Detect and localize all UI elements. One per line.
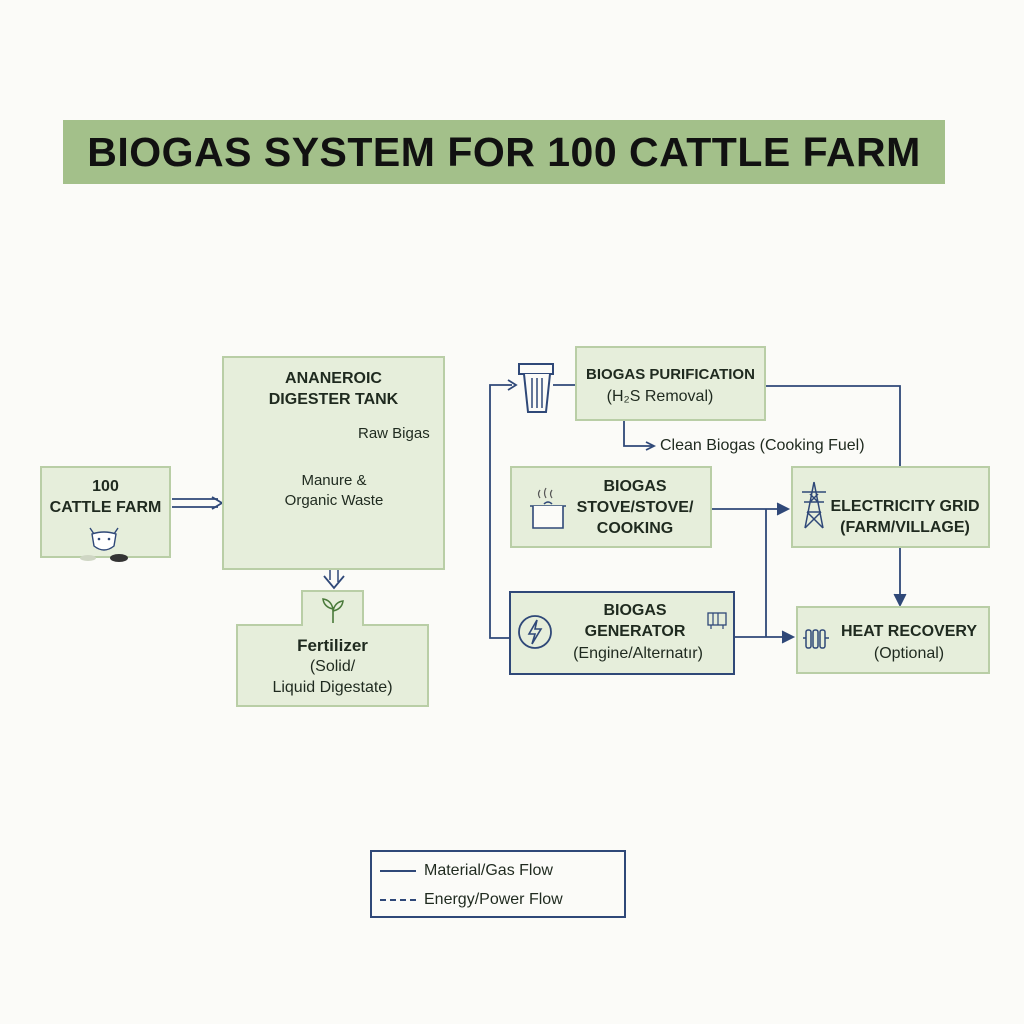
digester-output-label: Raw Bigas [358,425,430,442]
stove-line3: COOKING [596,520,674,537]
radiator-small-icon [707,612,727,629]
stove-line1: BIOGAS [603,478,667,495]
fertilizer-line3: Liquid Digestate) [272,679,393,696]
node-heat-recovery [796,606,990,674]
digester-inner-line2: Organic Waste [284,492,384,509]
fertilizer-line2: (Solid/ [309,658,356,675]
legend-solid-line [380,870,416,872]
node-biogas-purification [575,346,766,421]
node-digester-tank [222,356,445,570]
filter-icon [518,363,554,413]
diagram-title: BIOGAS SYSTEM FOR 100 CATTLE FARM [87,128,921,175]
cow-icon [80,527,128,562]
generator-line2: GENERATOR [584,623,686,640]
grid-line1: ELECTRICITY GRID [830,498,980,515]
purification-line1: BIOGAS PURIFICATION [586,366,755,383]
legend-material-row: Material/Gas Flow [380,860,553,882]
digester-inner-line1: Manure & [301,472,367,489]
generator-line1: BIOGAS [603,602,667,619]
digester-line2: DIGESTER TANK [268,391,399,408]
arrow-generator-to-purification [489,384,512,639]
legend-dashed-line [380,899,416,901]
legend: Material/Gas Flow Energy/Power Flow [370,850,626,918]
legend-energy-row: Energy/Power Flow [380,889,563,911]
heat-line2: (Optional) [873,645,945,662]
clean-biogas-label: Clean Biogas (Cooking Fuel) [660,437,865,454]
title-banner: BIOGAS SYSTEM FOR 100 CATTLE FARM [63,120,945,184]
arrow-purification-to-clean [623,420,652,447]
fertilizer-line1: Fertilizer [297,636,368,655]
lightning-icon [518,615,552,649]
grid-line2: (FARM/VILLAGE) [840,519,970,536]
purification-line2: (H₂S Removal) [606,388,714,405]
legend-material-label: Material/Gas Flow [424,862,553,879]
cattle-farm-line1: 100 [92,478,119,495]
radiator-icon [803,629,829,649]
arrow-purification-to-grid [766,385,901,466]
legend-energy-label: Energy/Power Flow [424,891,563,908]
cooking-pot-icon [530,487,566,529]
cattle-farm-line2: CATTLE FARM [49,499,162,516]
sprout-icon [322,598,344,623]
heat-line1: HEAT RECOVERY [840,623,977,640]
node-cattle-farm [40,466,171,558]
stove-line2: STOVE/STOVE/ [576,499,694,516]
generator-line3: (Engine/Alternatır) [573,645,703,662]
fertilizer-tab-cover [303,622,362,628]
node-electricity-grid [791,466,990,548]
power-tower-icon [802,481,826,529]
digester-line1: ANANEROIC [285,370,382,387]
node-biogas-generator [509,591,735,675]
